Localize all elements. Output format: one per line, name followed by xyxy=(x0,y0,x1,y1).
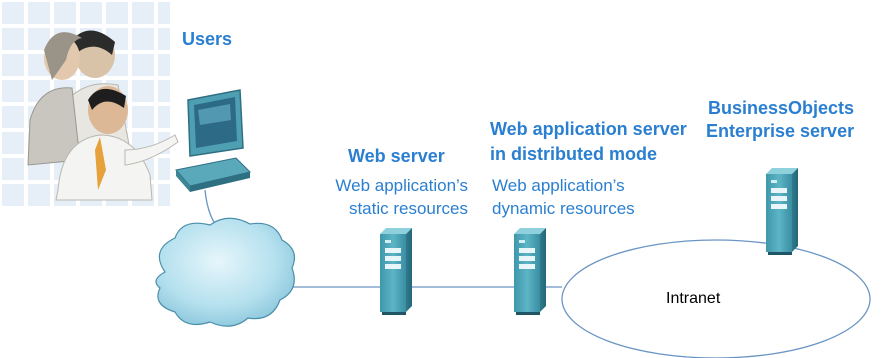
web-server-title: Web server xyxy=(348,146,445,166)
app-server-title-line2: in distributed mode xyxy=(490,144,658,164)
enterprise-server-icon xyxy=(766,168,798,255)
users-illustration xyxy=(0,0,179,210)
app-server-desc-line1: Web application’s xyxy=(492,176,625,195)
users-label: Users xyxy=(182,29,233,49)
intranet-label: Intranet xyxy=(666,290,721,307)
computer-icon xyxy=(175,89,251,192)
application-server-icon xyxy=(514,228,546,315)
intranet-boundary xyxy=(561,239,871,358)
web-server-icon xyxy=(380,228,412,315)
web-server-desc-line1: Web application’s xyxy=(335,176,468,195)
app-server-desc-line2: dynamic resources xyxy=(492,199,635,218)
app-server-title-line1: Web application server xyxy=(490,119,687,139)
enterprise-server-title-line1: BusinessObjects xyxy=(708,98,855,118)
enterprise-server-title-line2: Enterprise server xyxy=(706,121,855,141)
web-server-desc-line2: static resources xyxy=(348,199,468,218)
internet-cloud-icon xyxy=(155,217,295,327)
